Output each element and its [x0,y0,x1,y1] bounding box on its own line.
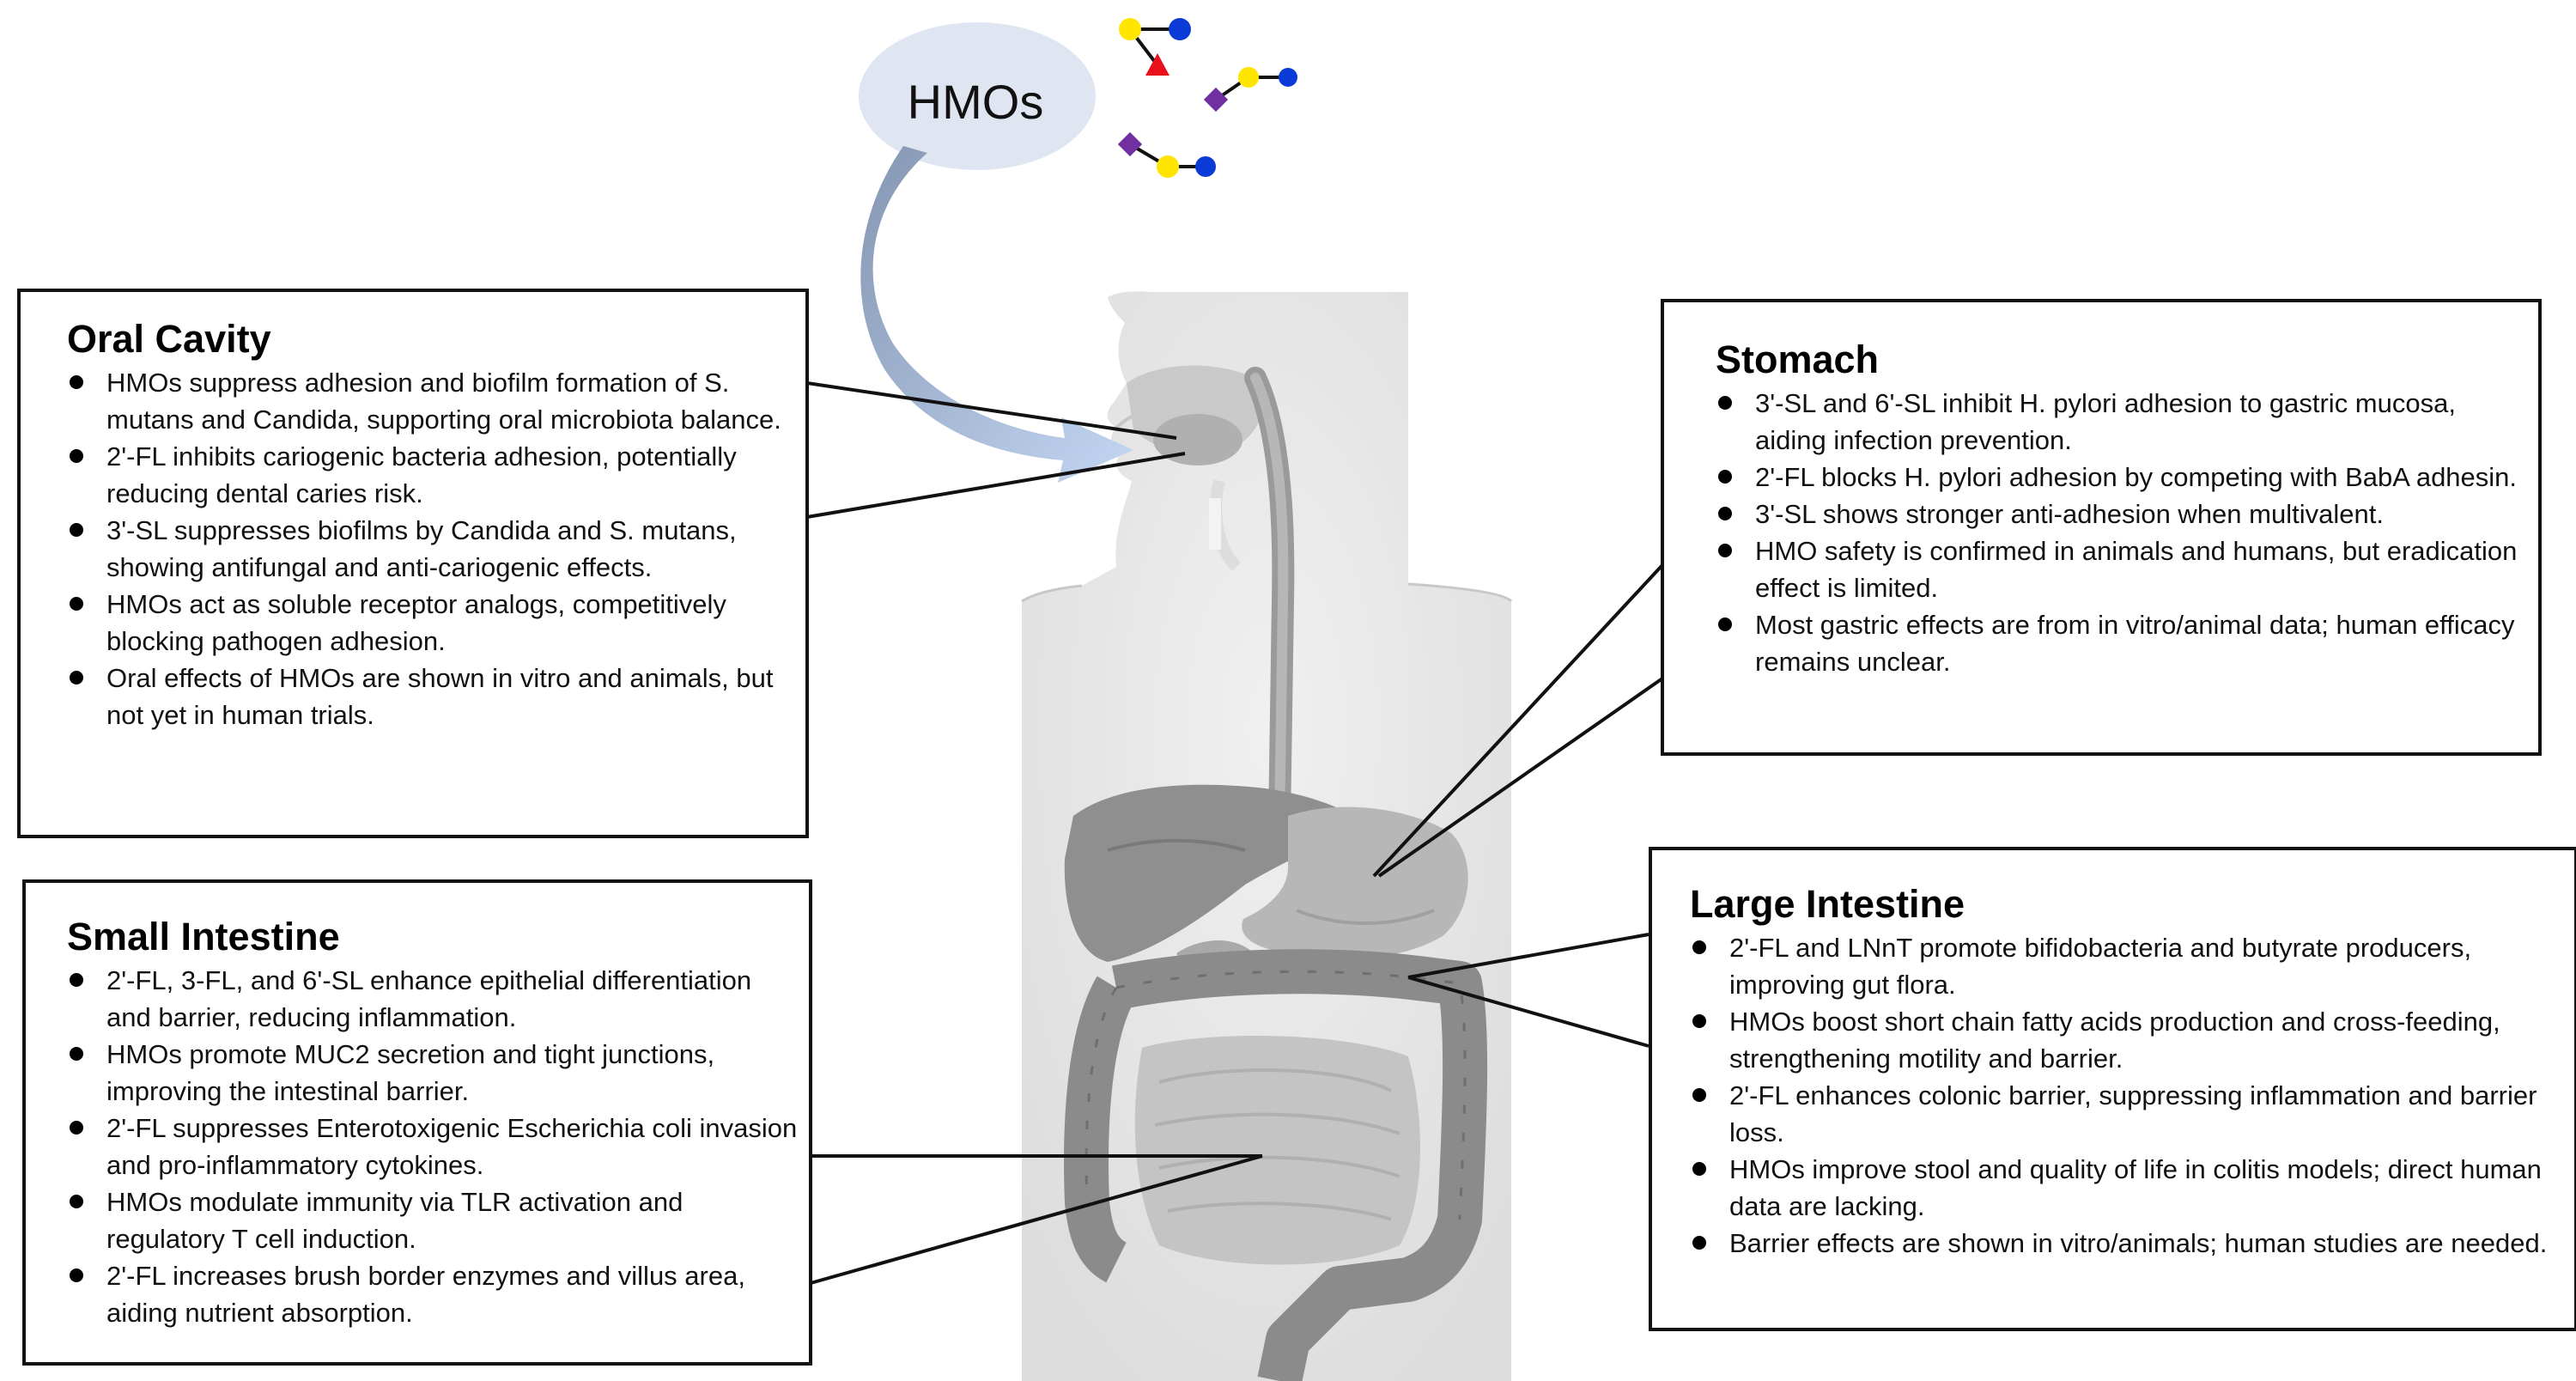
list-item: 2'-FL blocks H. pylori adhesion by compe… [1716,459,2528,496]
oral-cavity-title: Oral Cavity [67,317,271,361]
sialic-acid-diamond-icon [1203,87,1229,113]
small-intestine-title: Small Intestine [67,915,340,958]
large-intestine-box: Large Intestine 2'-FL and LNnT promote b… [1649,847,2576,1331]
list-item: 2'-FL inhibits cariogenic bacteria adhes… [67,438,795,512]
large-intestine-title: Large Intestine [1690,882,1965,926]
list-item: 2'-FL increases brush border enzymes and… [67,1257,799,1331]
stomach-title: Stomach [1716,338,1880,381]
oral-cavity-box: Oral Cavity HMOs suppress adhesion and b… [17,289,809,838]
small-intestine-box: Small Intestine 2'-FL, 3-FL, and 6'-SL e… [22,879,812,1366]
callout-lines [806,381,1664,1285]
list-item: HMOs improve stool and quality of life i… [1690,1151,2564,1225]
list-item: HMO safety is confirmed in animals and h… [1716,532,2528,606]
stomach-organ [1242,806,1468,958]
list-item: 2'-FL enhances colonic barrier, suppress… [1690,1077,2564,1151]
hmos-bubble [859,22,1096,170]
large-intestine-callout-line [1407,976,1649,1048]
stomach-box: Stomach 3'-SL and 6'-SL inhibit H. pylor… [1661,299,2542,756]
list-item: Oral effects of HMOs are shown in vitro … [67,660,795,733]
large-intestine-list: 2'-FL and LNnT promote bifidobacteria an… [1690,929,2564,1262]
hmos-curved-arrow [860,146,1133,483]
large-intestine-callout-line [1407,933,1649,979]
small-intestine-organ [1134,1036,1420,1265]
list-item: HMOs act as soluble receptor analogs, co… [67,586,795,660]
galactose-circle-icon [1238,67,1259,88]
oral-cavity-list: HMOs suppress adhesion and biofilm forma… [67,364,795,733]
galactose-circle-icon [1157,155,1179,178]
list-item: HMOs modulate immunity via TLR activatio… [67,1183,799,1257]
list-item: 3'-SL suppresses biofilms by Candida and… [67,512,795,586]
galactose-circle-icon [1119,18,1141,40]
stomach-list: 3'-SL and 6'-SL inhibit H. pylori adhesi… [1716,385,2528,680]
hmo-glycan-structures [1117,18,1297,178]
list-item: 2'-FL and LNnT promote bifidobacteria an… [1690,929,2564,1003]
stomach-callout-line [1372,563,1664,878]
stomach-callout-line [1377,677,1664,878]
glucose-circle-icon [1195,156,1216,177]
list-item: 2'-FL suppresses Enterotoxigenic Escheri… [67,1110,799,1183]
oral-cavity-organ [1127,365,1263,571]
list-item: 3'-SL shows stronger anti-adhesion when … [1716,496,2528,532]
list-item: HMOs suppress adhesion and biofilm forma… [67,364,795,438]
list-item: Barrier effects are shown in vitro/anima… [1690,1225,2564,1262]
oral-callout-line [806,452,1186,519]
small-intestine-list: 2'-FL, 3-FL, and 6'-SL enhance epithelia… [67,962,799,1331]
oral-callout-line [806,381,1177,440]
sialic-acid-diamond-icon [1117,131,1143,157]
list-item: Most gastric effects are from in vitro/a… [1716,606,2528,680]
list-item: HMOs boost short chain fatty acids produ… [1690,1003,2564,1077]
fucose-triangle-icon [1145,53,1170,76]
list-item: 3'-SL and 6'-SL inhibit H. pylori adhesi… [1716,385,2528,459]
list-item: 2'-FL, 3-FL, and 6'-SL enhance epithelia… [67,962,799,1036]
glucose-circle-icon [1279,68,1297,87]
glucose-circle-icon [1169,18,1191,40]
hmos-label: HMOs [907,74,1044,129]
large-intestine-organ [1064,949,1488,1381]
list-item: HMOs promote MUC2 secretion and tight ju… [67,1036,799,1110]
small-intestine-callout-line [810,1154,1263,1285]
